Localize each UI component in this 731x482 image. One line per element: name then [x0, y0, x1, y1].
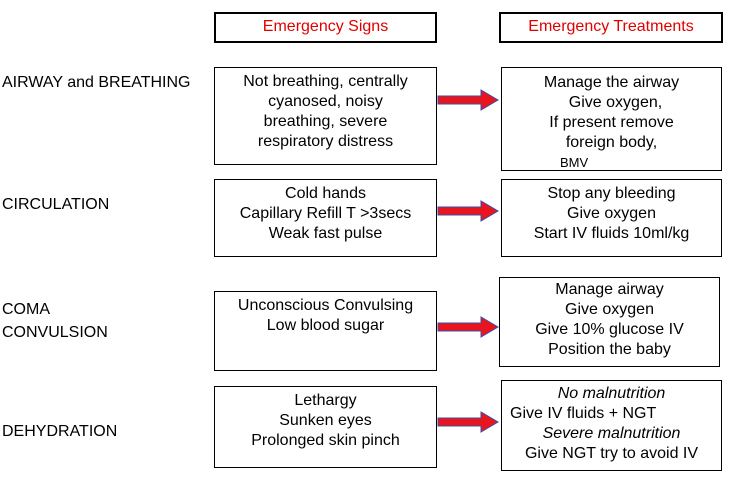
- row-label-dehydration: DEHYDRATION: [2, 423, 118, 440]
- treatments-box-coma-convulsion: Manage airway Give oxygen Give 10% gluco…: [499, 277, 720, 367]
- signs-box-dehydration: Lethargy Sunken eyes Prolonged skin pinc…: [214, 386, 437, 468]
- signs-box-coma-convulsion: Unconscious Convulsing Low blood sugar: [214, 291, 437, 371]
- signs-box-circulation: Cold hands Capillary Refill T >3secs Wea…: [214, 179, 437, 257]
- treatments-box-circulation: Stop any bleeding Give oxygen Start IV f…: [501, 179, 722, 257]
- arrow-coma-convulsion: [437, 316, 499, 338]
- treatments-box-dehydration: No malnutrition Give IV fluids + NGT Sev…: [501, 380, 722, 471]
- signs-box-airway-breathing: Not breathing, centrally cyanosed, noisy…: [214, 67, 437, 165]
- arrow-circulation: [437, 200, 499, 222]
- emergency-signs-header: Emergency Signs: [214, 12, 437, 43]
- arrow-airway-breathing: [437, 89, 499, 111]
- treatments-box-airway-breathing: Manage the airway Give oxygen, If presen…: [501, 67, 722, 171]
- row-label-airway-breathing: AIRWAY and BREATHING: [2, 74, 191, 91]
- emergency-treatments-header: Emergency Treatments: [499, 12, 723, 43]
- row-label-coma-convulsion: COMA CONVULSION: [2, 301, 108, 341]
- row-label-circulation: CIRCULATION: [2, 196, 110, 213]
- arrow-dehydration: [437, 411, 499, 433]
